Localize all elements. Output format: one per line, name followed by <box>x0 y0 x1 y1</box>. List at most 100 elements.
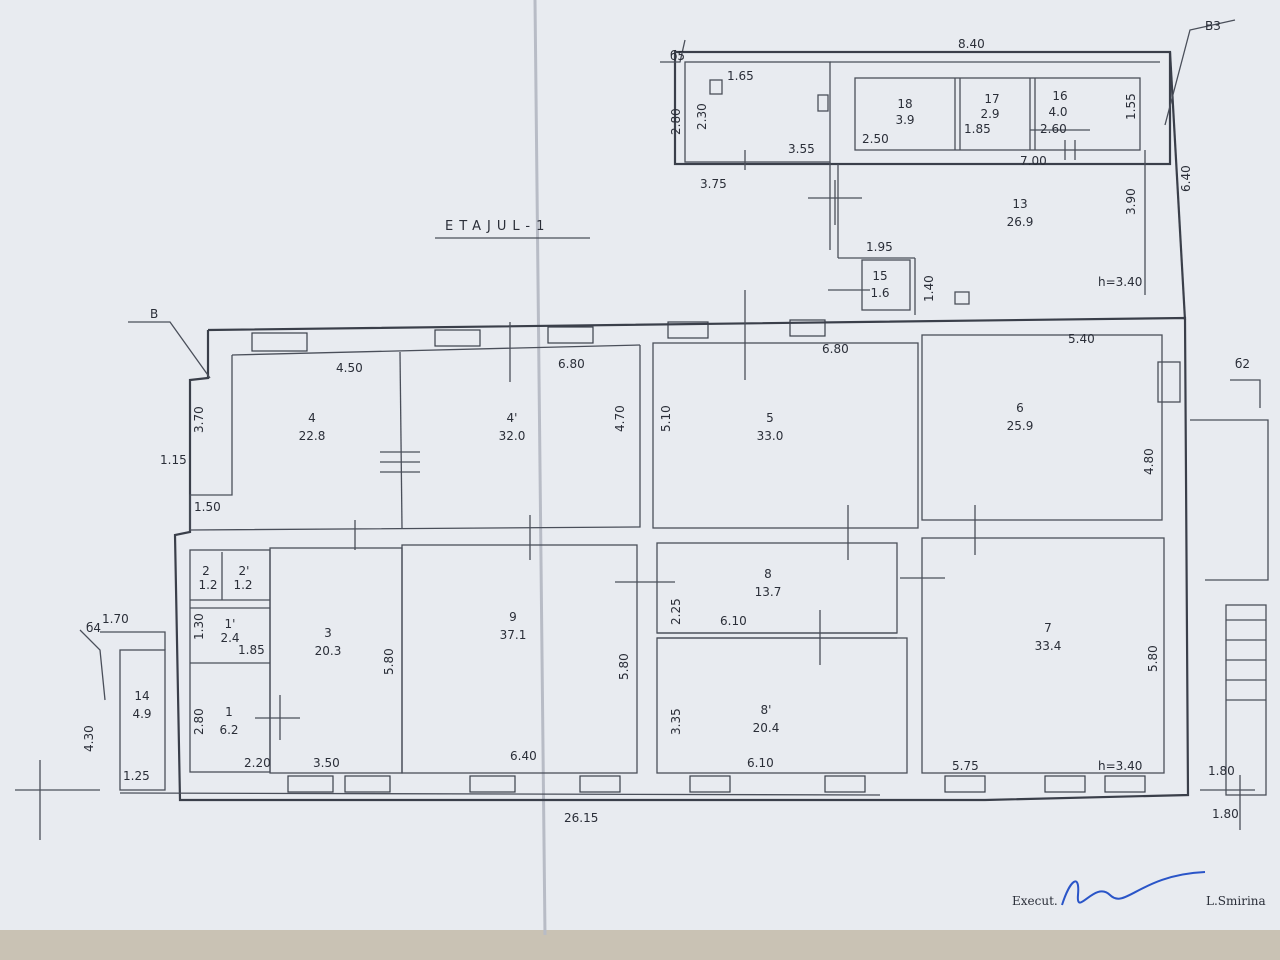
dimension-label: 3.75 <box>700 177 727 191</box>
dimension-label: 1.70 <box>102 612 129 626</box>
dimension-label: 6.40 <box>1179 165 1193 192</box>
room-number: 8 <box>764 567 772 581</box>
room-area: 37.1 <box>500 628 527 642</box>
dimension-label: 1.40 <box>922 275 936 302</box>
room-number: 7 <box>1044 621 1052 635</box>
dimension-label: 4.70 <box>613 405 627 432</box>
dimension-label: 1.85 <box>238 643 265 657</box>
room-area: 1.2 <box>198 578 217 592</box>
dimension-label: 8.40 <box>958 37 985 51</box>
dimension-label: 4.30 <box>82 725 96 752</box>
dimension-label: 7.00 <box>1020 154 1047 168</box>
dimension-label: 2.20 <box>244 756 271 770</box>
section-mark-b5: б5 <box>670 49 685 63</box>
room-area: 6.2 <box>219 723 238 737</box>
dimension-label: 4.50 <box>336 361 363 375</box>
dimension-label: 2.30 <box>695 103 709 130</box>
room-area: 4.9 <box>132 707 151 721</box>
dimension-label: h=3.40 <box>1098 275 1142 289</box>
room-number: 2 <box>202 564 210 578</box>
room-number: 18 <box>897 97 912 111</box>
dimension-label: 1.55 <box>1124 93 1138 120</box>
storage-block <box>854 77 1141 151</box>
dimension-label: 2.80 <box>669 108 683 135</box>
dimension-label: 1.30 <box>192 613 206 640</box>
dimension-label: 5.40 <box>1068 332 1095 346</box>
room-number: 4' <box>507 411 518 425</box>
dimension-label: 2.80 <box>192 708 206 735</box>
room-6-outline <box>921 334 1163 521</box>
room-8p-outline <box>656 637 908 774</box>
dimension-label: 1.80 <box>1208 764 1235 778</box>
dimension-label: 1.85 <box>964 122 991 136</box>
stair-right <box>1157 361 1181 403</box>
dimension-label: 5.80 <box>382 648 396 675</box>
room-number: 13 <box>1012 197 1027 211</box>
room-number: 9 <box>509 610 517 624</box>
dimension-label: 5.80 <box>617 653 631 680</box>
room-number: 8' <box>761 703 772 717</box>
room-area: 13.7 <box>755 585 782 599</box>
room-area: 1.2 <box>233 578 252 592</box>
room-9-outline <box>401 544 638 774</box>
room-7-outline <box>921 537 1165 774</box>
room-area: 4.0 <box>1048 105 1067 119</box>
dimension-label: h=3.40 <box>1098 759 1142 773</box>
labels: ETAJUL-1 В б5 В3 б2 б4 4 22.8 4' 32.0 5 … <box>82 19 1266 908</box>
room-area: 2.4 <box>220 631 239 645</box>
dimension-label: 2.60 <box>1040 122 1067 136</box>
room-tech <box>684 61 831 163</box>
dimension-label: 5.80 <box>1146 645 1160 672</box>
dimension-label: 26.15 <box>564 811 598 825</box>
table-surface <box>0 930 1280 960</box>
boiler-icon <box>709 79 723 95</box>
room-area: 33.0 <box>757 429 784 443</box>
dimension-label: 5.75 <box>952 759 979 773</box>
dimension-label: 2.50 <box>862 132 889 146</box>
room-number: 17 <box>984 92 999 106</box>
room-area: 33.4 <box>1035 639 1062 653</box>
sink-icon <box>817 94 829 112</box>
dimension-label: 2.25 <box>669 598 683 625</box>
dimension-label: 3.70 <box>192 406 206 433</box>
dimension-label: 6.80 <box>822 342 849 356</box>
room-number: 5 <box>766 411 774 425</box>
room-number: 1' <box>225 617 236 631</box>
section-mark-b4: б4 <box>86 621 101 635</box>
room-number: 2' <box>239 564 250 578</box>
section-mark-b2: б2 <box>1235 357 1250 371</box>
main-building <box>15 19 1269 840</box>
dimension-label: 1.25 <box>123 769 150 783</box>
windows-top <box>251 319 826 352</box>
dimension-label: 4.80 <box>1142 448 1156 475</box>
room-number: 14 <box>134 689 149 703</box>
windows-bottom <box>287 775 1146 793</box>
room-number: 15 <box>872 269 887 283</box>
dimension-label: 3.55 <box>788 142 815 156</box>
dimension-label: 6.10 <box>720 614 747 628</box>
room-4-4p <box>189 345 641 531</box>
room-area: 32.0 <box>499 429 526 443</box>
room-area: 2.9 <box>980 107 999 121</box>
dimension-label: 6.40 <box>510 749 537 763</box>
room-area: 26.9 <box>1007 215 1034 229</box>
dimension-label: 1.65 <box>727 69 754 83</box>
section-line-b <box>128 321 211 379</box>
room-14-outline <box>119 649 166 791</box>
room-area: 25.9 <box>1007 419 1034 433</box>
room-area: 20.3 <box>315 644 342 658</box>
dimension-label: 6.10 <box>747 756 774 770</box>
floor-title: ETAJUL-1 <box>445 219 550 234</box>
room-area: 3.9 <box>895 113 914 127</box>
dimension-label: 6.80 <box>558 357 585 371</box>
paper-fold <box>533 0 547 936</box>
section-mark-b: В <box>150 307 158 321</box>
room-number: 6 <box>1016 401 1024 415</box>
room-area: 20.4 <box>753 721 780 735</box>
dimension-label: 3.90 <box>1124 188 1138 215</box>
dimension-label: 3.50 <box>313 756 340 770</box>
dimension-label: 1.50 <box>194 500 221 514</box>
dimension-label: 1.15 <box>160 453 187 467</box>
section-mark-b3: В3 <box>1205 19 1221 33</box>
